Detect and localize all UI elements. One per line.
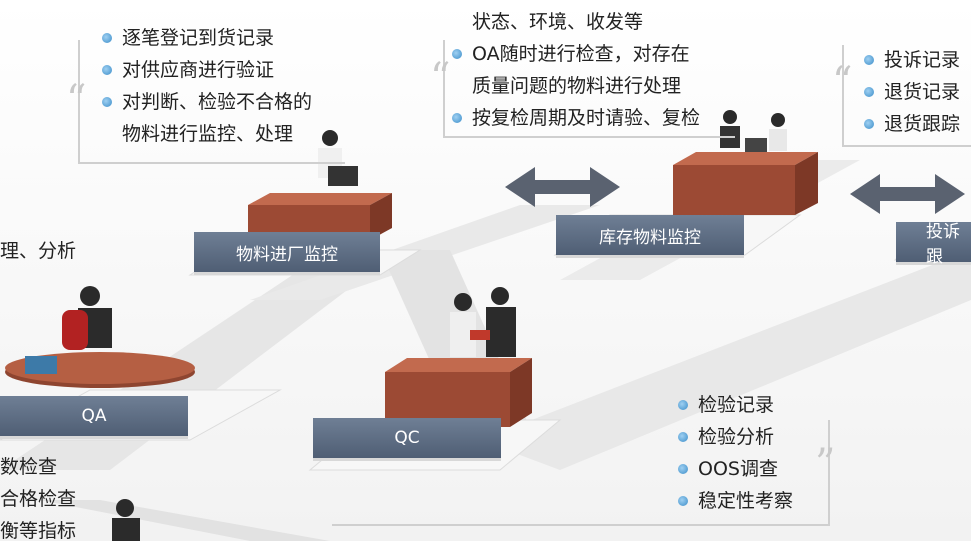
bullet-icon <box>452 49 462 59</box>
bullet-icon <box>678 432 688 442</box>
double-arrow-icon <box>850 174 965 214</box>
list-item: 状态、环境、收发等 <box>472 11 644 33</box>
left-text: 合格检查 <box>0 488 77 510</box>
list-item: 检验记录 <box>676 389 793 421</box>
quote-mark-icon: ” <box>815 441 836 487</box>
bullet-icon <box>102 65 112 75</box>
list-item: 退货跟踪 <box>862 108 960 140</box>
list-item: OOS调查 <box>676 453 793 485</box>
quote-mark-icon: “ <box>832 59 853 105</box>
left-text: 衡等指标 <box>0 520 77 542</box>
desk-qc <box>385 358 532 427</box>
node-inventory-control: 库存物料监控 <box>556 215 744 255</box>
list-item: OA随时进行检查，对存在 <box>450 38 700 70</box>
left-text: 理、分析 <box>0 240 77 262</box>
callout-bracket <box>332 420 830 526</box>
list-item: 对判断、检验不合格的 <box>100 86 312 118</box>
desk-inventory <box>673 152 818 215</box>
list-item: 投诉记录 <box>862 44 960 76</box>
bullet-icon <box>678 464 688 474</box>
bullet-icon <box>102 33 112 43</box>
incoming-list: 逐笔登记到货记录 对供应商进行验证 对判断、检验不合格的 物料进行监控、处理 <box>100 22 312 150</box>
bullet-icon <box>678 400 688 410</box>
list-item: 质量问题的物料进行处理 <box>472 75 682 97</box>
list-item: 检验分析 <box>676 421 793 453</box>
list-item: 退货记录 <box>862 76 960 108</box>
list-item: 稳定性考察 <box>676 485 793 517</box>
bullet-icon <box>452 113 462 123</box>
bullet-icon <box>102 97 112 107</box>
inventory-list: 状态、环境、收发等 OA随时进行检查，对存在 质量问题的物料进行处理 按复检周期… <box>450 6 700 134</box>
left-text: 数检查 <box>0 456 58 478</box>
path-shape <box>480 250 971 470</box>
list-item: 物料进行监控、处理 <box>122 123 294 145</box>
callout-bracket <box>443 40 735 138</box>
node-qc: QC <box>313 418 501 458</box>
bullet-icon <box>864 119 874 129</box>
double-arrow-icon <box>505 167 620 207</box>
callout-bracket <box>78 40 345 164</box>
desk-qa <box>5 352 195 388</box>
complaint-list: 投诉记录 退货记录 退货跟踪 <box>862 44 960 140</box>
quote-mark-icon: “ <box>66 77 87 123</box>
qc-list: 检验记录 检验分析 OOS调查 稳定性考察 <box>676 389 793 517</box>
list-item: 按复检周期及时请验、复检 <box>450 102 700 134</box>
node-complaint: 投诉跟 <box>896 222 971 267</box>
list-item: 对供应商进行验证 <box>100 54 312 86</box>
quote-mark-icon: “ <box>430 55 451 101</box>
node-qa: QA <box>0 396 188 436</box>
bullet-icon <box>678 496 688 506</box>
list-item: 逐笔登记到货记录 <box>100 22 312 54</box>
bullet-icon <box>864 87 874 97</box>
callout-bracket <box>842 45 971 147</box>
node-incoming-control: 物料进厂监控 <box>194 232 380 272</box>
bullet-icon <box>864 55 874 65</box>
path-shape <box>40 500 330 541</box>
